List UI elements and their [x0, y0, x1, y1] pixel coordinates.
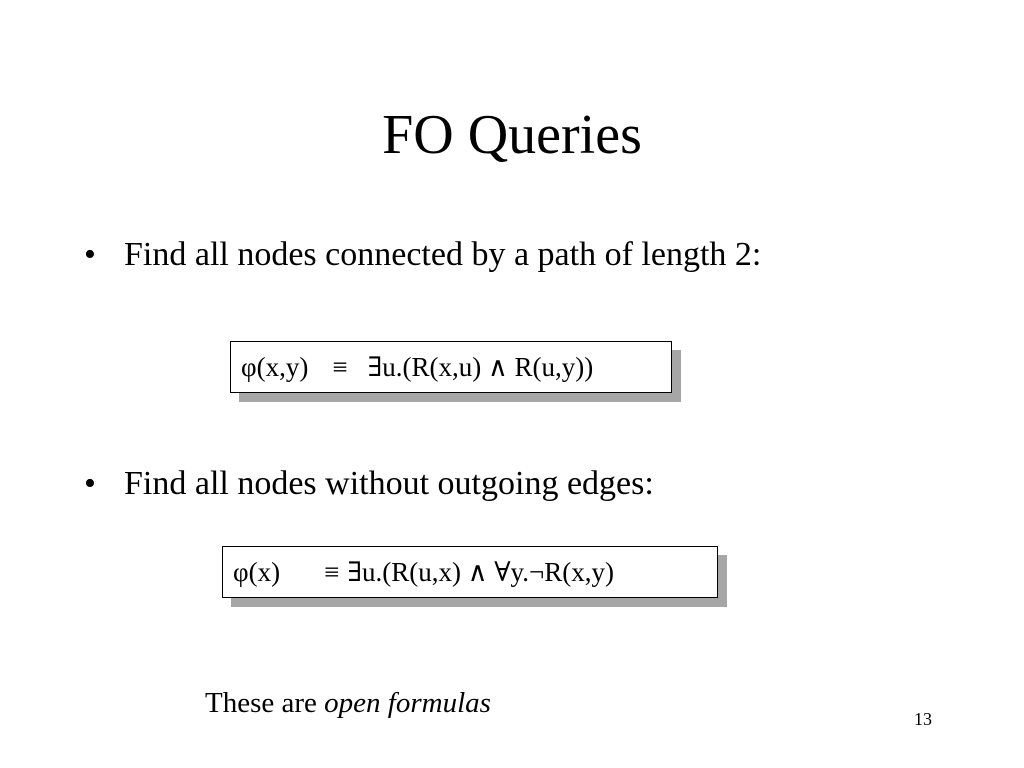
formula-lhs: φ(x,y)	[241, 352, 309, 382]
formula-equiv: ≡	[332, 352, 348, 382]
slide-title: FO Queries	[382, 104, 642, 166]
formula-rhs: ∃u.(R(u,x) ∧ ∀y.¬R(x,y)	[347, 557, 614, 587]
formula-content: φ(x) ≡∃u.(R(u,x) ∧ ∀y.¬R(x,y)	[222, 546, 718, 598]
footnote: These are open formulas	[205, 685, 491, 721]
bullet-item: • Find all nodes connected by a path of l…	[84, 234, 761, 276]
page-number: 13	[914, 709, 932, 729]
bullet-marker: •	[84, 236, 96, 273]
formula-box: φ(x) ≡∃u.(R(u,x) ∧ ∀y.¬R(x,y)	[222, 546, 727, 607]
formula-box: φ(x,y) ≡ ∃u.(R(x,u) ∧ R(u,y))	[230, 341, 681, 402]
footnote-prefix: These are	[205, 687, 325, 719]
bullet-item: • Find all nodes without outgoing edges:	[84, 463, 654, 505]
footnote-emphasis: open formulas	[324, 687, 491, 719]
bullet-text: Find all nodes connected by a path of le…	[124, 236, 762, 273]
formula-rhs: ∃u.(R(x,u) ∧ R(u,y))	[367, 352, 594, 382]
bullet-marker: •	[84, 465, 96, 502]
bullet-text: Find all nodes without outgoing edges:	[124, 465, 654, 502]
formula-equiv: ≡	[324, 557, 340, 587]
formula-lhs: φ(x)	[233, 557, 281, 587]
formula-content: φ(x,y) ≡ ∃u.(R(x,u) ∧ R(u,y))	[230, 341, 672, 393]
